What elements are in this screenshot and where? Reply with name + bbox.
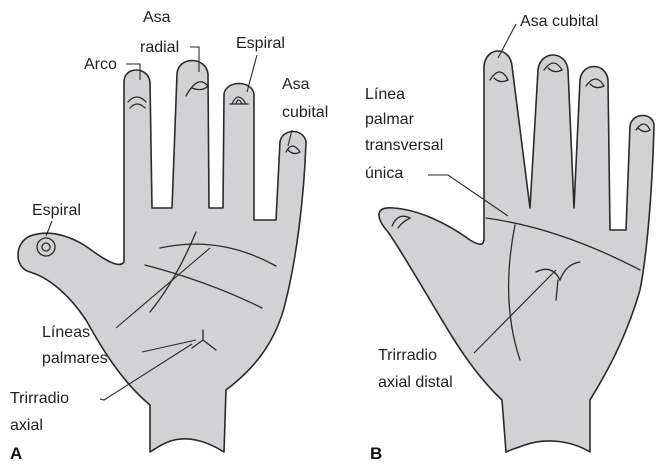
label-lineas-line1: Líneas: [42, 324, 90, 341]
label-espiral-thumb: Espiral: [32, 202, 81, 219]
label-lineas-line2: palmares: [42, 350, 108, 367]
label-espiral-top: Espiral: [236, 35, 285, 52]
label-linea-line4: única: [365, 165, 403, 182]
panel-label-b: B: [370, 444, 382, 463]
hand-b-outline: [379, 51, 654, 452]
label-linea-line3: transversal: [365, 137, 443, 154]
label-linea-line1: Línea: [365, 86, 405, 103]
label-trirradio-line2: axial: [10, 417, 43, 434]
label-asa-radial-line1: Asa: [143, 9, 171, 26]
label-asa-cubital-line1: Asa: [282, 76, 310, 93]
label-trirradio-b-line1: Trirradio: [378, 347, 437, 364]
label-linea-line2: palmar: [365, 111, 415, 128]
label-arco: Arco: [84, 56, 117, 73]
hand-b: [379, 51, 654, 452]
label-trirradio-line1: Trirradio: [10, 390, 69, 407]
panel-label-a: A: [10, 444, 22, 463]
label-trirradio-b-line2: axial distal: [378, 374, 453, 391]
label-asa-cubital-b: Asa cubital: [520, 13, 598, 30]
label-asa-radial-line2: radial: [140, 39, 179, 56]
label-asa-cubital-line2: cubital: [282, 104, 328, 121]
